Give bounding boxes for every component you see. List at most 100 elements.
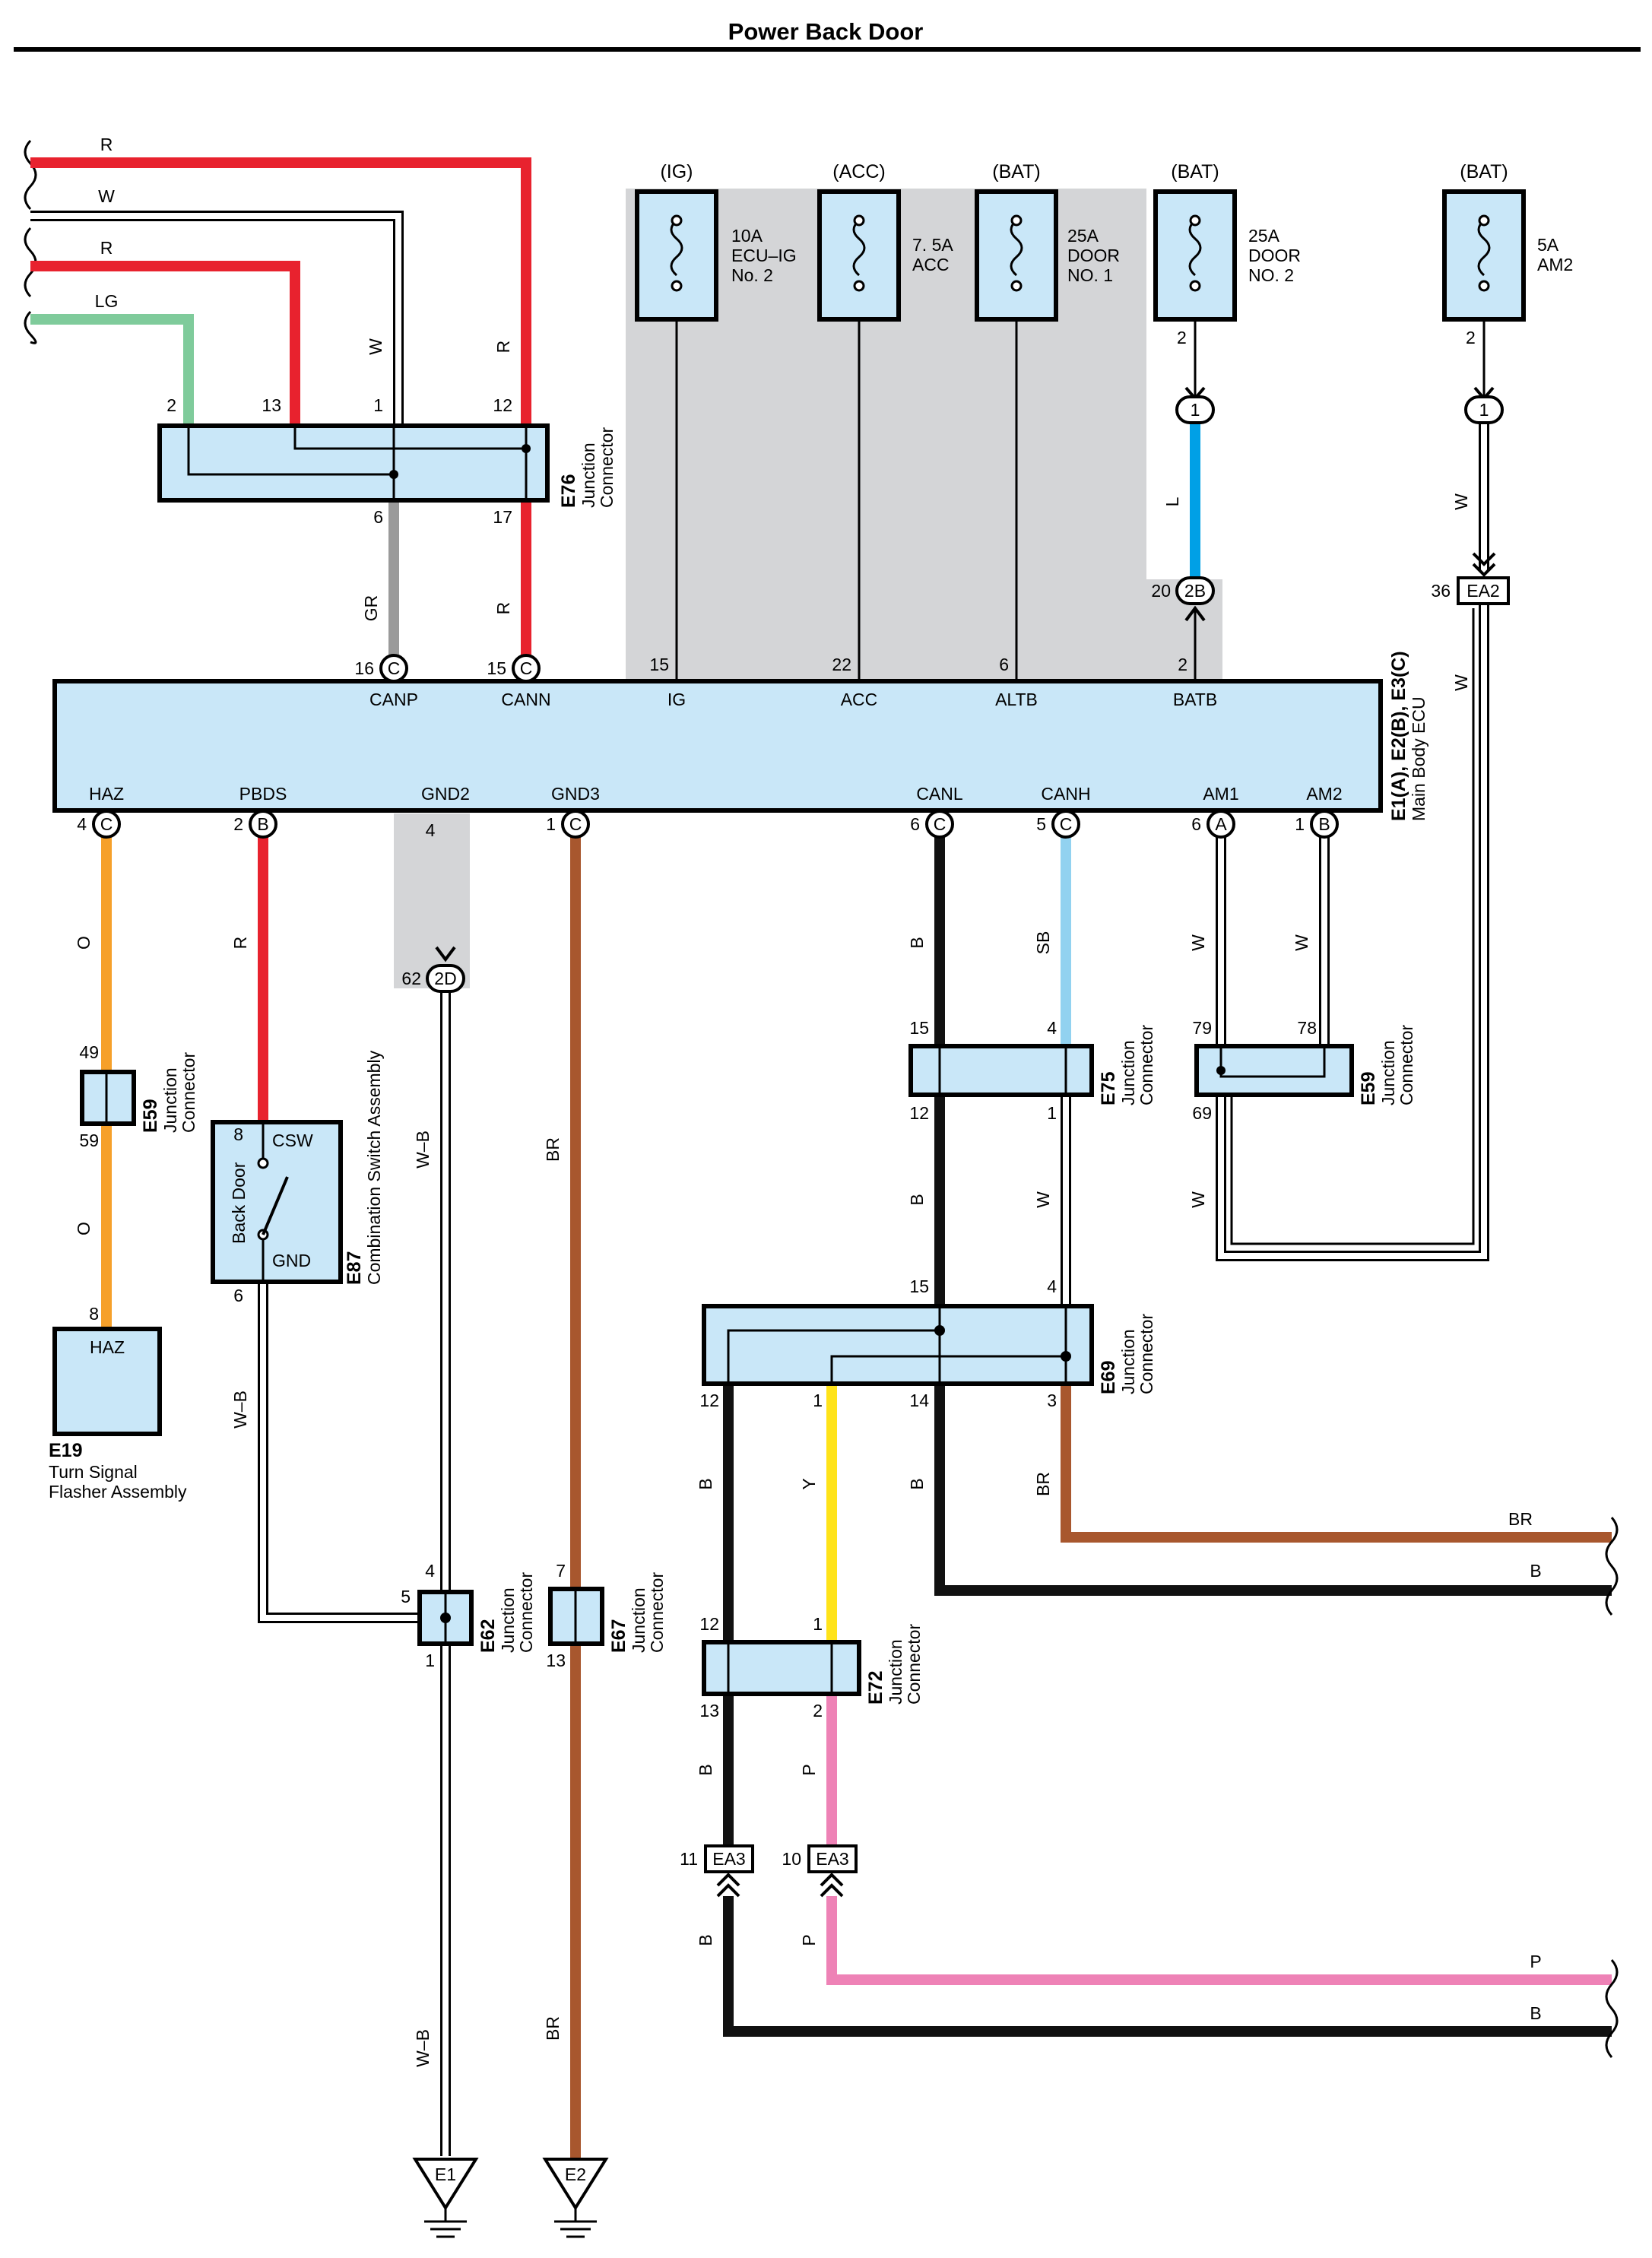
- pin-number: 12: [699, 1614, 719, 1634]
- connector-name: Junction: [886, 1639, 905, 1705]
- junction-connector-e76: 2 13 1 12 6 17 E76 Junction Connector: [157, 395, 617, 527]
- switch-terminal-label: GND: [272, 1251, 311, 1270]
- wire-label: B: [696, 1934, 715, 1946]
- inline-connector-ea2: EA2 36: [1431, 552, 1510, 605]
- fuse-source-label: (BAT): [1171, 161, 1219, 182]
- ecu-terminal: C 4: [77, 810, 121, 839]
- wire-label: B: [1530, 2003, 1541, 2023]
- fuse-rating: 25A: [1067, 226, 1099, 246]
- pin-number: 1: [373, 395, 383, 415]
- ecu-terminal: C 1: [546, 810, 590, 839]
- connector-name: Connector: [516, 1572, 536, 1653]
- connector-code: E59: [1358, 1072, 1379, 1105]
- junction-connector-e62: 4 5 1 E62 Junction Connector: [401, 1561, 536, 1670]
- wire-label: W: [1292, 934, 1311, 951]
- pin-number: 14: [909, 1391, 929, 1410]
- ecu-pin-label: CANP: [369, 690, 418, 709]
- switch-terminal-label: CSW: [272, 1131, 313, 1150]
- pin-number: 1: [813, 1391, 823, 1410]
- ecu-pin-label: GND2: [421, 784, 470, 804]
- wire-break-left: [24, 139, 37, 344]
- connector-name: Connector: [597, 427, 617, 508]
- connector-name: Connector: [904, 1624, 924, 1705]
- fuse-name: NO. 1: [1067, 265, 1113, 285]
- inline-connector-1-am2: 1: [1464, 386, 1504, 424]
- connector-code: E69: [1098, 1361, 1119, 1394]
- connector-name: Junction: [160, 1067, 180, 1133]
- pin-number: 1: [813, 1614, 823, 1634]
- pin-number: 6: [910, 814, 920, 834]
- connector-name: Junction: [629, 1587, 648, 1653]
- ground-label: E1: [435, 2164, 456, 2184]
- inline-connector-2b: 2B 20: [1151, 576, 1215, 622]
- wire-label: W–B: [413, 2029, 433, 2067]
- wire-label: R: [100, 135, 113, 154]
- connector-code: E67: [608, 1619, 629, 1653]
- pin-number: 22: [832, 655, 851, 674]
- wire-label: B: [1530, 1561, 1541, 1581]
- pin-number: 6: [1191, 814, 1201, 834]
- connector-name: Junction: [1118, 1040, 1138, 1105]
- pin-number: 5: [1036, 814, 1046, 834]
- component-name: Turn Signal: [49, 1462, 138, 1482]
- ecu-pin-label: CANL: [916, 784, 963, 804]
- fuse-rating: 7. 5A: [912, 235, 953, 255]
- ecu-terminal: B 1: [1295, 810, 1339, 839]
- wire-label: P: [1530, 1952, 1541, 1971]
- wire-label: O: [74, 936, 94, 950]
- fuse-rating: 5A: [1537, 235, 1559, 255]
- component-name: Combination Switch Assembly: [364, 1050, 384, 1285]
- wire-label: BR: [1033, 1472, 1053, 1496]
- fuse-am2: (BAT) 5A AM2 2: [1442, 161, 1573, 347]
- terminal-letter: C: [520, 658, 533, 678]
- fuse-door-no1: (BAT) 25A DOOR NO. 1: [975, 161, 1120, 322]
- ecu-pin-label: HAZ: [89, 784, 124, 804]
- wire-w-1: [30, 211, 404, 426]
- pin-number: 20: [1151, 581, 1171, 601]
- connector-name: Connector: [647, 1572, 667, 1653]
- ground-e2: E2: [542, 2158, 609, 2238]
- pin-number: 1: [1047, 1103, 1057, 1123]
- wire-label: W: [1451, 674, 1471, 691]
- terminal-letter: C: [100, 814, 113, 834]
- inline-connector-2d: 2D 62: [401, 946, 465, 993]
- ecu-terminal: C 15: [487, 654, 541, 683]
- pin-number: 69: [1192, 1103, 1212, 1123]
- wire-label: W–B: [230, 1391, 250, 1429]
- wire-label: BR: [543, 2016, 563, 2041]
- wire-label: BR: [543, 1137, 563, 1162]
- wire-label: W: [1188, 934, 1208, 951]
- ecu-pin-label: AM2: [1306, 784, 1342, 804]
- connector-label: EA2: [1467, 581, 1499, 601]
- pin-number: 12: [909, 1103, 929, 1123]
- fuse-name: DOOR: [1248, 246, 1301, 265]
- pin-number: 79: [1192, 1018, 1212, 1038]
- fuse-door-no2: (BAT) 25A DOOR NO. 2 2: [1153, 161, 1301, 347]
- fuse-rating: 10A: [731, 226, 763, 246]
- wire-r-2: [30, 261, 300, 426]
- connector-label: EA3: [816, 1849, 848, 1869]
- pin-number: 2: [1466, 328, 1476, 347]
- wire-label: B: [696, 1478, 715, 1489]
- pin-number: 7: [556, 1561, 566, 1581]
- wire-label: R: [493, 602, 513, 615]
- inline-connector-1-door: 1: [1175, 386, 1215, 424]
- junction-connector-e69: 15 4 12 1 14 3 E69 Junction Connector: [699, 1276, 1156, 1410]
- pin-number: 15: [909, 1276, 929, 1296]
- connector-name: Junction: [1378, 1040, 1398, 1105]
- terminal-letter: C: [388, 658, 401, 678]
- wire-label: W: [1451, 493, 1471, 510]
- wire-label: R: [493, 341, 513, 354]
- ecu-terminal: B 2: [233, 810, 277, 839]
- pin-number: 13: [262, 395, 281, 415]
- wire-label: GR: [361, 595, 381, 622]
- fuse-source-label: (BAT): [992, 161, 1040, 182]
- connector-label: 1: [1479, 400, 1489, 420]
- wire-break-right: [1605, 1517, 1619, 2058]
- component-code: E19: [49, 1440, 82, 1461]
- fuse-name: DOOR: [1067, 246, 1120, 265]
- pin-number: 78: [1297, 1018, 1317, 1038]
- terminal-letter: B: [1318, 814, 1330, 834]
- connector-code: E75: [1098, 1071, 1119, 1105]
